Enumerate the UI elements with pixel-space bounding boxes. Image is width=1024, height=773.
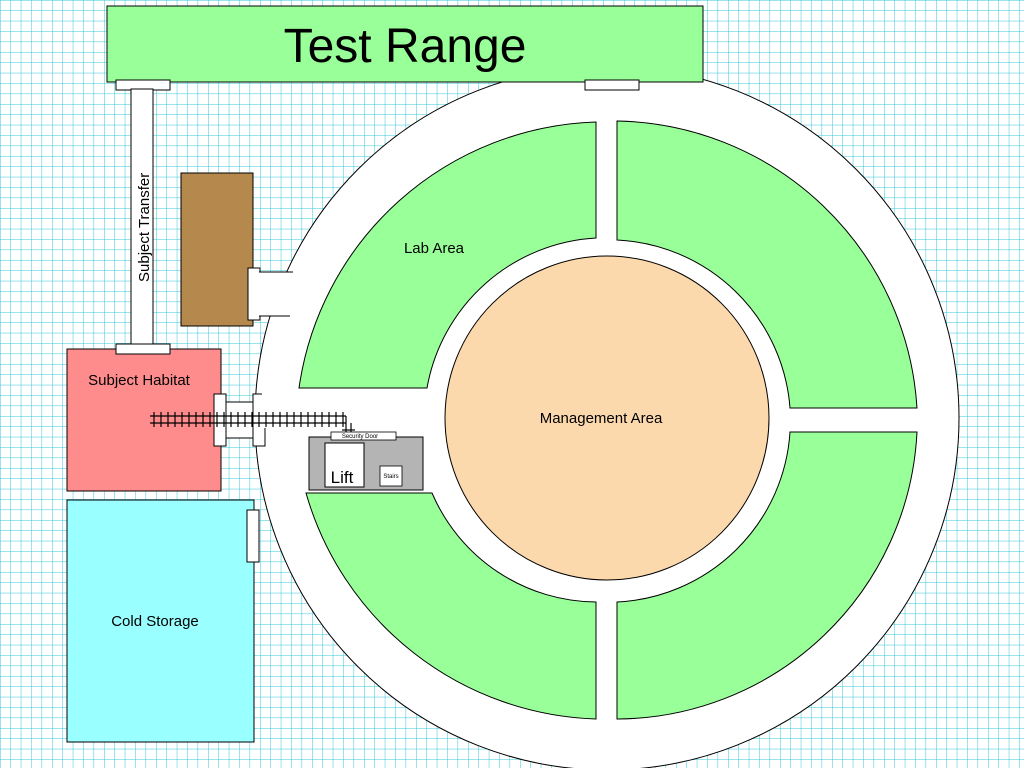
- west-corridor: [262, 390, 437, 428]
- test-range[interactable]: [106, 5, 704, 83]
- storage-room-door[interactable]: [247, 267, 261, 321]
- storage-room[interactable]: [180, 172, 254, 327]
- lift[interactable]: [324, 442, 365, 488]
- lab-quadrant-top-right[interactable]: [616, 120, 918, 409]
- subject-habitat-door-top[interactable]: [115, 343, 171, 355]
- management-area-label: Management Area: [540, 410, 663, 427]
- lab-quadrant-bottom-right[interactable]: [616, 431, 918, 720]
- lab-quadrant-bottom-left[interactable]: [305, 492, 597, 720]
- lab-area-label: Lab Area: [404, 240, 465, 257]
- lift-label: Lift: [331, 468, 354, 487]
- test-range-door-right[interactable]: [584, 79, 640, 91]
- storage-connector: [259, 272, 293, 316]
- cold-storage-label: Cold Storage: [111, 613, 199, 630]
- test-range-title: Test Range: [284, 20, 527, 73]
- security-door-label: Security Door: [342, 434, 378, 440]
- cold-storage-door[interactable]: [246, 509, 260, 563]
- subject-transfer-label: Subject Transfer: [136, 173, 153, 282]
- subject-habitat[interactable]: [66, 348, 222, 492]
- cold-storage[interactable]: [66, 499, 255, 743]
- management-area[interactable]: [444, 255, 770, 581]
- subject-habitat-label: Subject Habitat: [88, 372, 191, 389]
- security-door[interactable]: [330, 431, 397, 441]
- habitat-door-outer[interactable]: [213, 393, 227, 447]
- lab-area: [298, 120, 918, 720]
- stairs-label: Stairs: [383, 474, 398, 480]
- lab-quadrant-top-left[interactable]: [298, 121, 597, 389]
- stairs[interactable]: [379, 465, 403, 487]
